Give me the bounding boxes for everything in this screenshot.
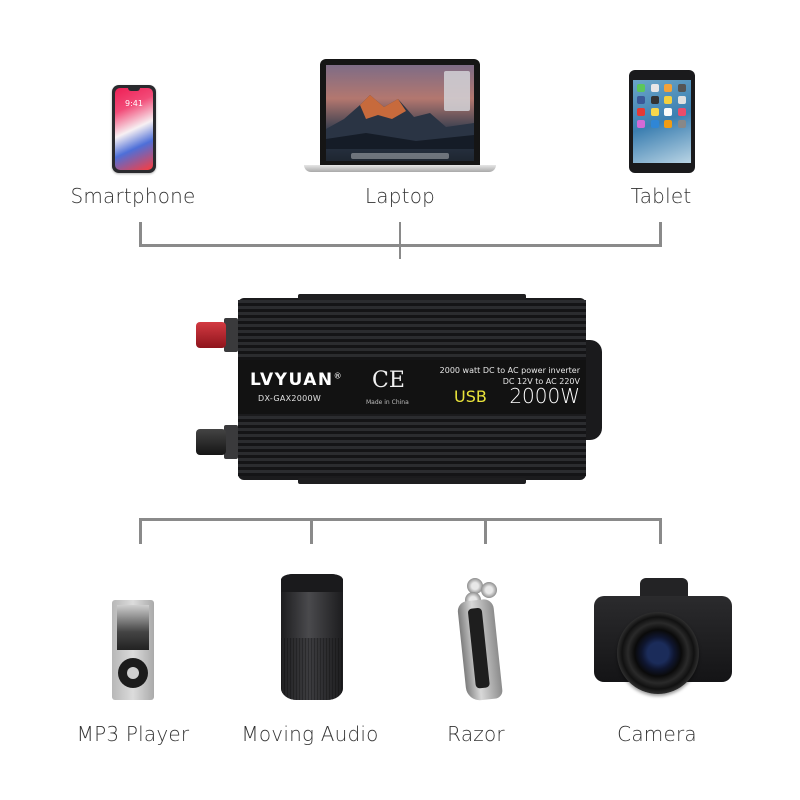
speaker-icon bbox=[281, 574, 343, 700]
device-label-razor: Razor bbox=[447, 722, 505, 746]
camera-lens bbox=[617, 612, 699, 694]
usb-label: USB bbox=[454, 387, 487, 406]
smartphone-icon: 9:41 bbox=[112, 85, 156, 173]
connector-line bbox=[484, 518, 487, 544]
heat-sink-fins bbox=[238, 416, 586, 476]
device-label-smartphone: Smartphone bbox=[70, 184, 196, 208]
device-label-mp3-player: MP3 Player bbox=[76, 722, 190, 746]
model-number: DX-GAX2000W bbox=[258, 394, 322, 403]
positive-terminal bbox=[196, 322, 226, 348]
device-label-moving-audio: Moving Audio bbox=[241, 722, 379, 746]
laptop-icon bbox=[320, 59, 480, 165]
speaker-grille bbox=[281, 638, 343, 700]
app-grid bbox=[637, 84, 687, 128]
laptop-base bbox=[304, 165, 496, 172]
device-label-tablet: Tablet bbox=[630, 184, 692, 208]
ce-mark: CE bbox=[372, 368, 405, 393]
connector-line bbox=[139, 222, 142, 247]
razor-icon bbox=[456, 598, 504, 702]
connector-line bbox=[659, 222, 662, 247]
connector-line bbox=[310, 518, 313, 544]
spec-line-1: 2000 watt DC to AC power inverter bbox=[439, 366, 580, 375]
origin-text: Made in China bbox=[366, 399, 409, 406]
click-wheel bbox=[118, 658, 148, 688]
connector-line bbox=[139, 518, 142, 544]
dock bbox=[351, 153, 449, 159]
device-label-laptop: Laptop bbox=[364, 184, 436, 208]
mp3-player-icon bbox=[112, 600, 154, 700]
inverter-label: LVYUAN® DX-GAX2000W CE Made in China 200… bbox=[238, 360, 586, 414]
connector-line bbox=[399, 222, 401, 259]
power-inverter: LVYUAN® DX-GAX2000W CE Made in China 200… bbox=[238, 294, 586, 484]
ac-socket bbox=[584, 340, 602, 440]
connector-line bbox=[659, 518, 662, 544]
heat-sink-fins bbox=[238, 300, 586, 360]
phone-time: 9:41 bbox=[125, 99, 143, 108]
wattage-label: 2000W bbox=[509, 384, 580, 408]
spec-line-2: DC 12V to AC 220V bbox=[502, 377, 580, 386]
negative-terminal bbox=[196, 429, 226, 455]
tablet-icon bbox=[629, 70, 695, 173]
brand-logo: LVYUAN® bbox=[250, 370, 344, 390]
connector-line bbox=[139, 518, 662, 521]
device-label-camera: Camera bbox=[617, 722, 697, 746]
mountain-wallpaper bbox=[326, 95, 474, 149]
